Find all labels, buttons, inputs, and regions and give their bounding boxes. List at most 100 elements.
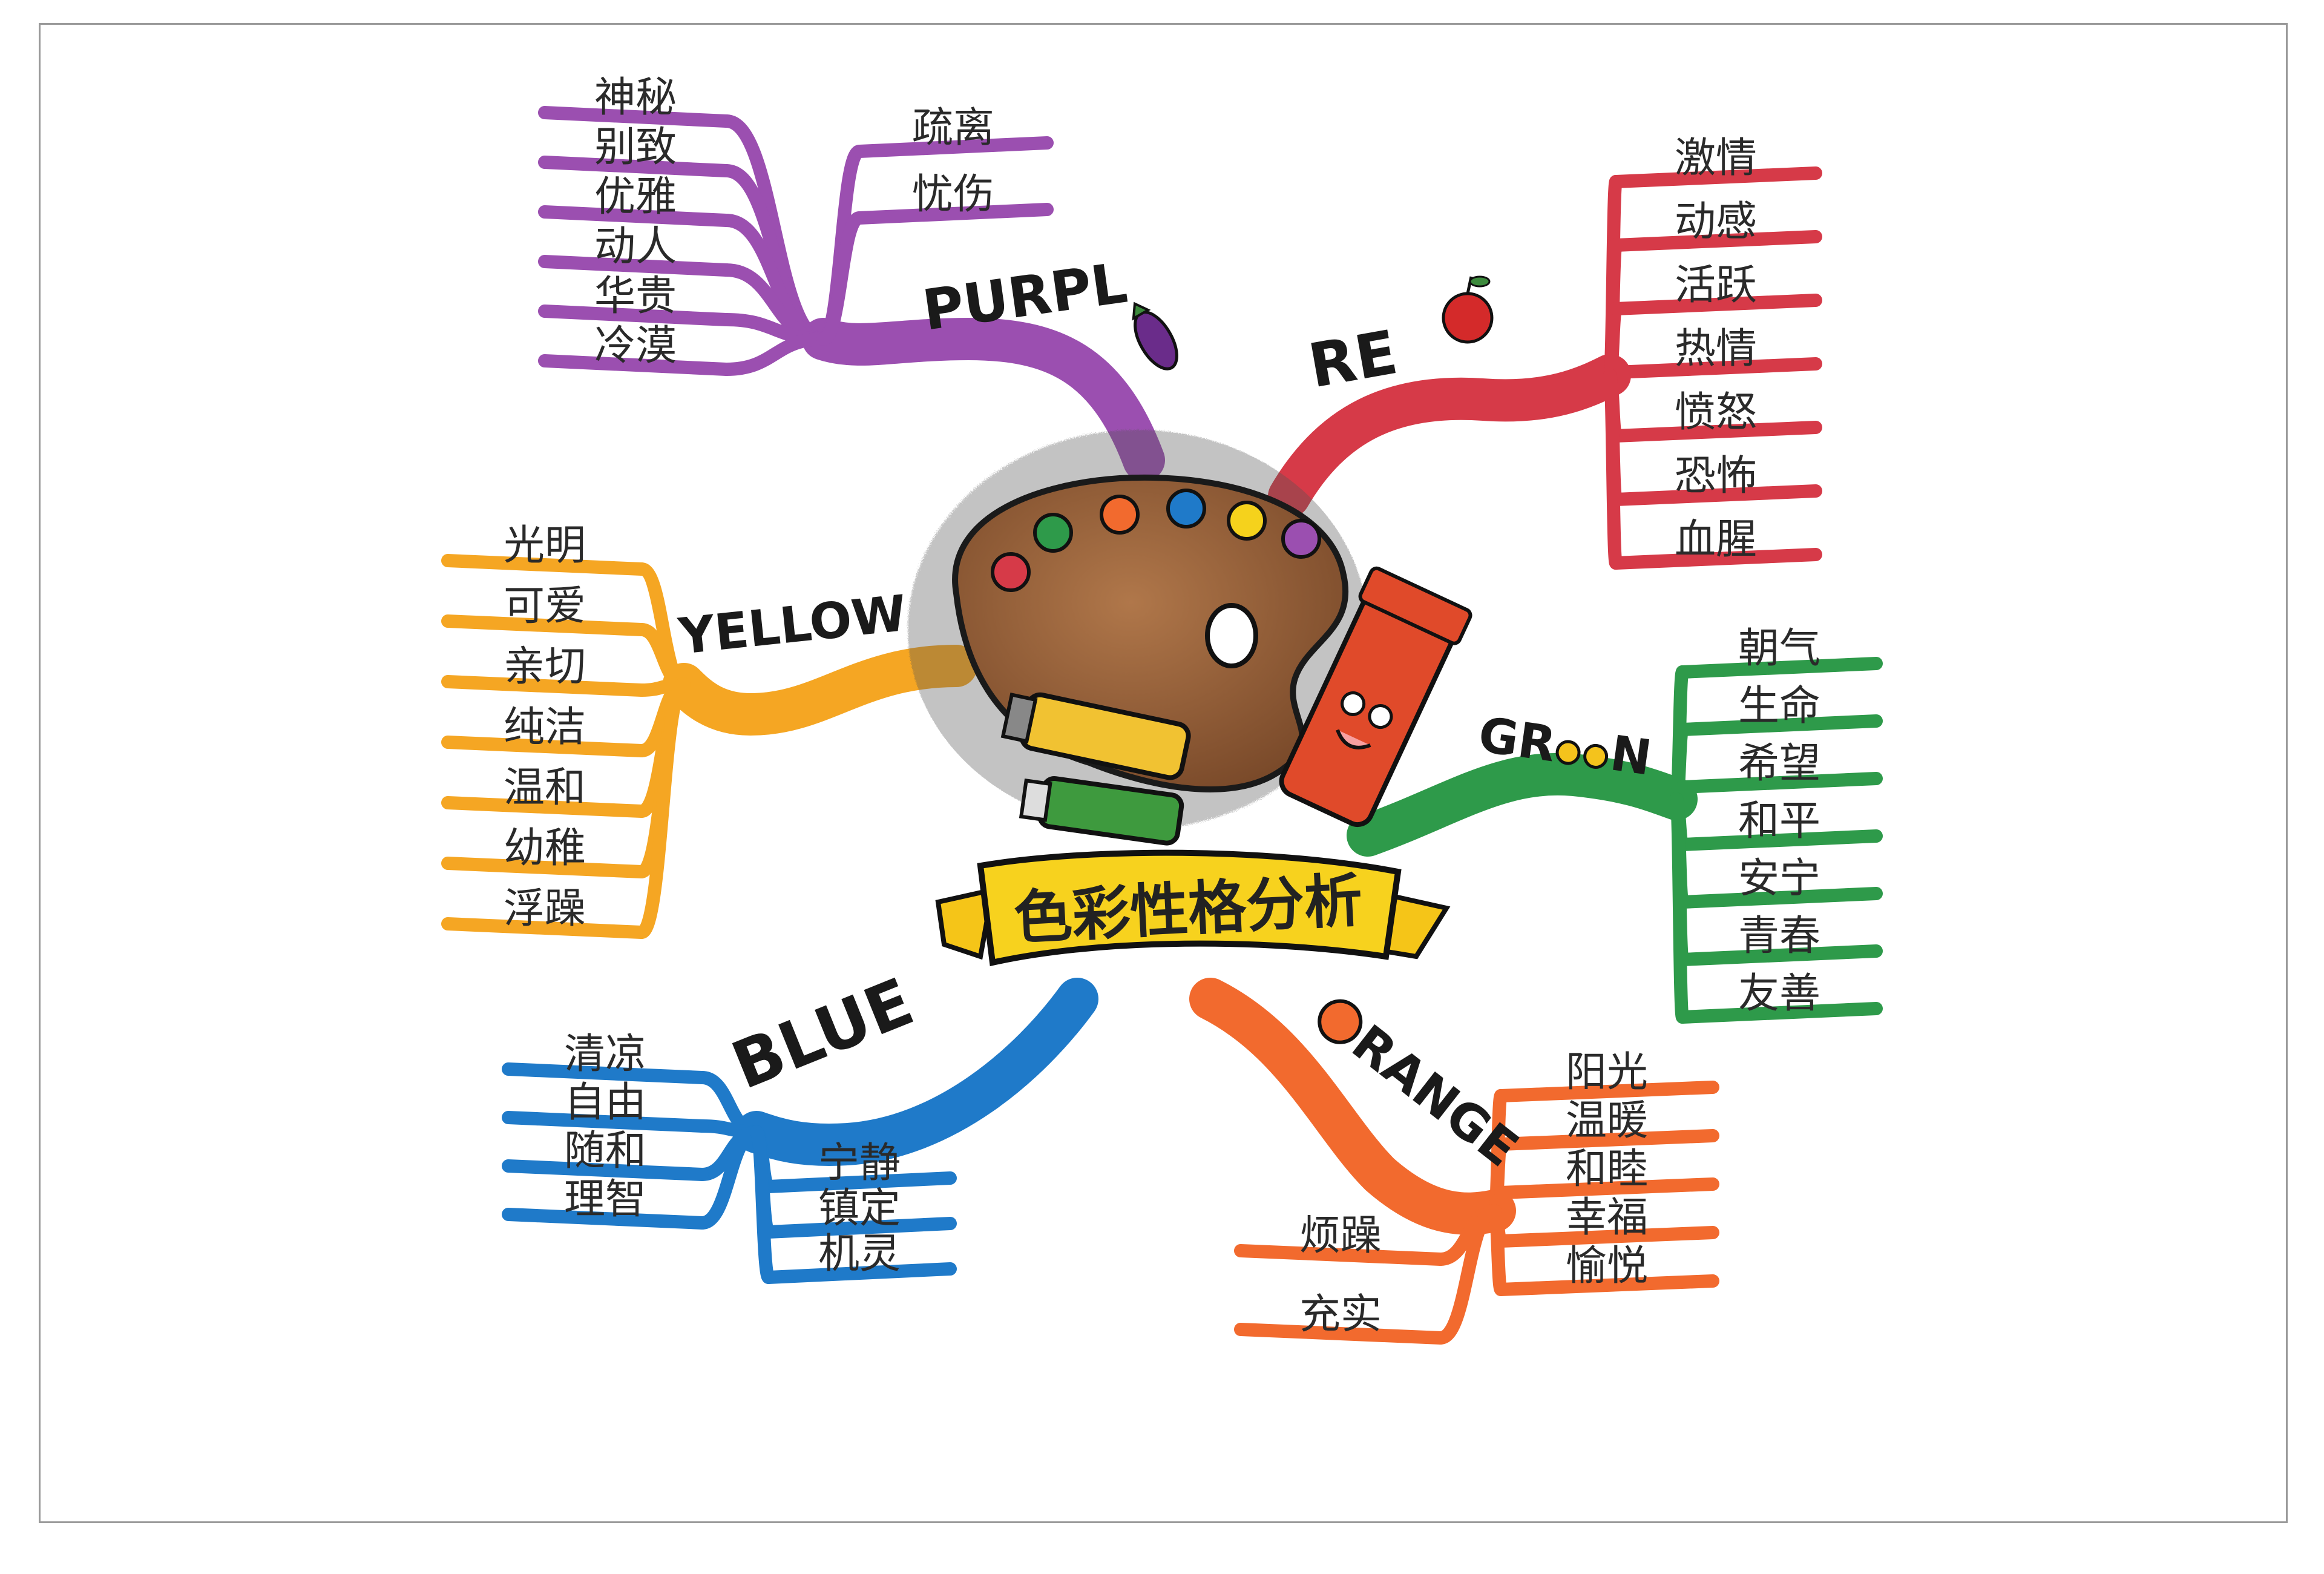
red-leaf-line <box>1609 421 1822 443</box>
green-paint-tube <box>1019 776 1184 846</box>
orange-sub-branch <box>1488 1204 1508 1296</box>
red-sub-branch <box>1603 302 1623 382</box>
green-leaf-line <box>1676 772 1883 794</box>
sub-branches <box>441 106 1883 1345</box>
blue-leaf-word: 理智 <box>564 1176 646 1223</box>
blue-leaf-word: 随和 <box>564 1127 646 1175</box>
central-image: 色彩性格分析 <box>908 430 1472 967</box>
green-leaf-word: 生命 <box>1738 682 1820 730</box>
yellow-leaf-line <box>441 675 648 697</box>
purple-leaf-word: 优雅 <box>594 173 677 221</box>
paint-dot-red <box>991 552 1031 592</box>
red-leaf-word: 血腥 <box>1675 516 1757 564</box>
green-leaf-word: 朝气 <box>1738 625 1820 673</box>
purple-leaf-line <box>538 106 733 128</box>
green-leaf-word: 安宁 <box>1738 855 1820 903</box>
red-leaf-word: 恐怖 <box>1675 452 1757 500</box>
green-leaf-word: 友善 <box>1738 970 1820 1018</box>
green-leaf-line <box>1676 829 1883 851</box>
yellow-leaf-word: 幼稚 <box>504 825 586 872</box>
trunks <box>663 317 1698 1235</box>
yellow-leaf-word: 纯洁 <box>504 703 586 751</box>
red-leaf-line <box>1609 294 1822 315</box>
yellow-leaf-line <box>441 736 648 757</box>
green-leaf-line <box>1676 1002 1883 1024</box>
green-leaf-line <box>1676 887 1883 909</box>
yellow-leaf-word: 亲切 <box>504 643 586 691</box>
yellow-leaf-line <box>441 796 648 818</box>
paint-dot-yellow <box>1227 501 1267 541</box>
orange-leaf-line <box>1494 1226 1719 1248</box>
purple-leaf-word: 动人 <box>594 223 677 271</box>
green-leaf-word: 和平 <box>1738 797 1820 845</box>
blue-leaf-line <box>502 1159 709 1181</box>
purple-leaf-line <box>538 156 733 177</box>
purple-leaf-line <box>853 203 1054 225</box>
title-ribbon: 色彩性格分析 <box>935 849 1451 967</box>
orange-o-circle <box>1318 999 1363 1044</box>
red-leaf-word: 热情 <box>1675 325 1757 373</box>
orange-leaf-word: 温暖 <box>1566 1097 1648 1145</box>
orange-leaf-word: 愉悦 <box>1566 1242 1648 1290</box>
orange-leaf-line <box>1494 1081 1719 1102</box>
red-trunk <box>1268 354 1631 518</box>
yellow-paint-tube <box>1000 692 1191 780</box>
red-leaf-line <box>1609 166 1822 188</box>
eggplant-icon <box>1132 301 1178 370</box>
purple-leaf-word: 疏离 <box>912 104 994 152</box>
apple-icon <box>1442 275 1494 344</box>
green-eye-right <box>1583 743 1609 769</box>
purple-sub-branch <box>720 332 830 376</box>
yellow-leaf-line <box>441 554 648 576</box>
blue-sub-branch <box>695 1125 763 1230</box>
green-label-tail: N <box>1607 725 1655 786</box>
blue-leaf-line <box>502 1062 709 1084</box>
blue-leaf-word: 宁静 <box>818 1139 901 1187</box>
paint-dot-green <box>1033 513 1073 553</box>
red-leaf-word: 活跃 <box>1675 262 1757 309</box>
yellow-leaf-line <box>441 857 648 878</box>
orange-leaf-word: 阳光 <box>1566 1049 1648 1096</box>
yellow-trunk <box>663 645 977 736</box>
green-leaf-line <box>1676 657 1883 679</box>
red-leaf-word: 动感 <box>1675 198 1757 246</box>
blue-leaf-line <box>762 1217 957 1239</box>
purple-leaf-line <box>538 354 733 376</box>
red-leaf-word: 激情 <box>1675 134 1757 182</box>
orange-leaf-line <box>1494 1177 1719 1199</box>
purple-leaf-word: 冷漠 <box>594 322 677 370</box>
red-sub-branch <box>1603 369 1623 570</box>
purple-leaf-line <box>538 205 733 227</box>
green-trunk <box>1347 753 1698 857</box>
green-leaf-line <box>1676 944 1883 966</box>
paint-dot-purple <box>1281 519 1321 559</box>
purple-sub-branch <box>816 211 866 346</box>
green-leaf-line <box>1676 714 1883 736</box>
orange-leaf-line <box>1234 1244 1447 1266</box>
orange-leaf-word: 烦躁 <box>1299 1212 1382 1260</box>
purple-leaf-line <box>538 305 733 326</box>
red-paint-tube <box>1279 566 1472 828</box>
yellow-label: YELLOW <box>675 585 909 666</box>
blue-leaf-line <box>502 1111 709 1133</box>
paint-dot-blue <box>1166 489 1206 529</box>
orange-leaf-word: 和睦 <box>1566 1145 1648 1193</box>
purple-leaf-word: 别致 <box>594 123 677 171</box>
leaf-words: 神秘别致优雅动人华贵冷漠疏离忧伤激情动感活跃热情愤怒恐怖血腥光明可爱亲切纯洁温和… <box>504 74 1820 1339</box>
blue-leaf-word: 清凉 <box>564 1030 646 1078</box>
green-label: GR <box>1475 706 1559 773</box>
orange-leaf-line <box>1234 1323 1447 1345</box>
yellow-leaf-line <box>441 917 648 939</box>
yellow-leaf-word: 温和 <box>504 764 586 812</box>
yellow-leaf-word: 光明 <box>504 522 586 570</box>
blue-sub-branch <box>750 1125 775 1284</box>
blue-leaf-line <box>762 1262 957 1284</box>
orange-leaf-word: 充实 <box>1299 1291 1382 1339</box>
yellow-leaf-line <box>441 614 648 636</box>
blue-leaf-line <box>502 1208 709 1230</box>
orange-leaf-line <box>1494 1274 1719 1296</box>
orange-sub-branch <box>1434 1204 1502 1345</box>
purple-leaf-word: 神秘 <box>594 74 677 122</box>
green-label-group: GR N <box>1475 706 1655 786</box>
